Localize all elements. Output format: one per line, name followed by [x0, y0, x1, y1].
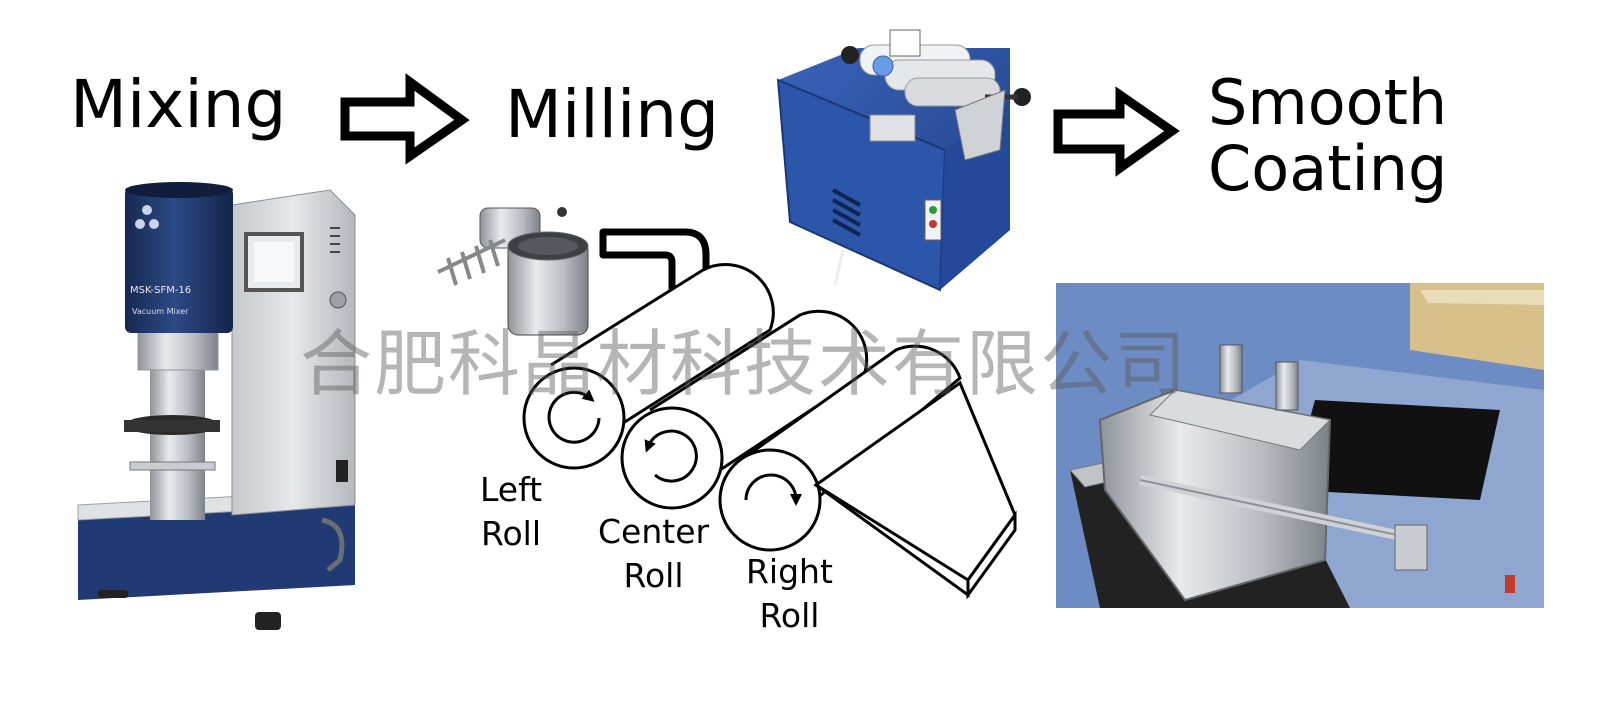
right-roll	[718, 344, 962, 552]
center-roll-label: Center Roll	[598, 510, 709, 597]
right-roll-label-line2: Roll	[759, 595, 820, 635]
arrow-mixing-to-milling	[340, 73, 470, 165]
right-roll-label: Right Roll	[746, 550, 833, 637]
left-roll-label-line1: Left	[480, 470, 543, 509]
three-roll-mill-photo	[776, 29, 1031, 292]
right-roll-label-line1: Right	[746, 552, 833, 591]
left-roll-label: Left Roll	[480, 468, 542, 555]
mixing-cup-and-blade	[437, 207, 589, 336]
mixer-model-label: MSK-SFM-16	[130, 285, 191, 296]
center-roll	[620, 309, 869, 510]
left-roll-label-line2: Roll	[481, 513, 542, 553]
three-roll-diagram	[522, 263, 1017, 600]
vacuum-mixer-photo: MSK-SFM-16 Vacuum Mixer	[77, 182, 356, 630]
company-watermark: 合肥科晶材科技术有限公司	[300, 322, 1189, 406]
arrow-milling-to-coating	[1053, 86, 1180, 177]
step-coating-line1: Smooth	[1208, 66, 1448, 139]
step-coating-label: Smooth Coating	[1208, 70, 1447, 201]
step-mixing-label: Mixing	[70, 66, 287, 143]
center-roll-label-line2: Roll	[623, 555, 684, 595]
scraper-blade	[813, 380, 1017, 600]
step-coating-line2: Coating	[1208, 131, 1448, 205]
left-roll	[522, 263, 775, 470]
step-milling-label: Milling	[505, 76, 720, 153]
center-roll-label-line1: Center	[598, 512, 710, 551]
film-coater-photo	[1056, 283, 1544, 608]
mixer-name-label: Vacuum Mixer	[132, 307, 189, 316]
